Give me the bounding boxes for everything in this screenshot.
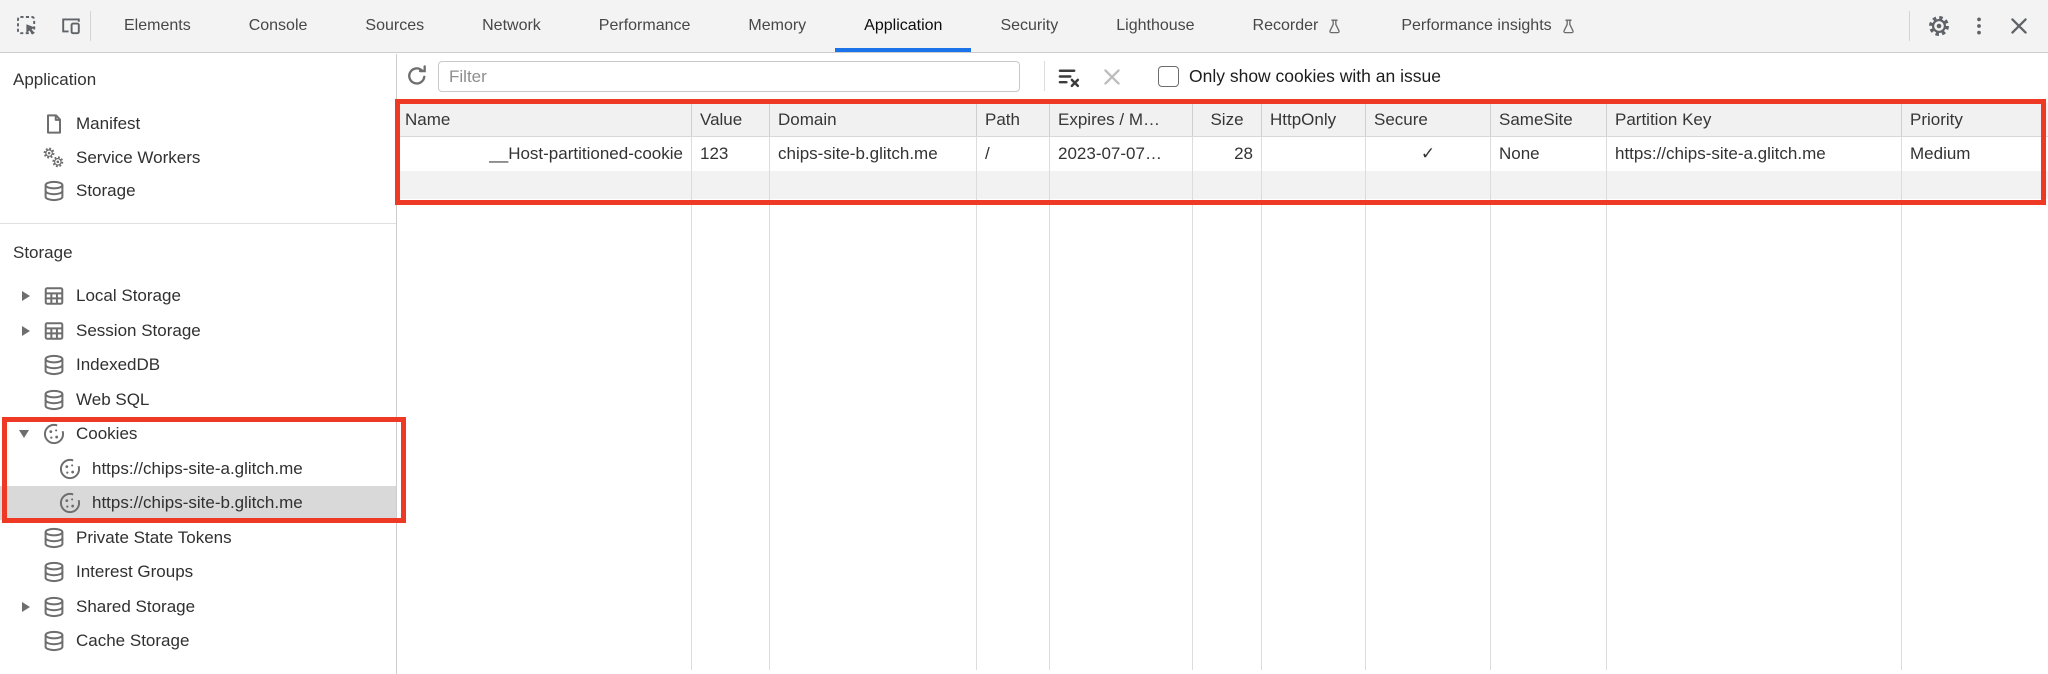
cookies-toolbar: Only show cookies with an issue — [397, 54, 2048, 99]
chevron-right-icon[interactable] — [22, 291, 30, 301]
column-header-samesite[interactable]: SameSite — [1491, 103, 1607, 136]
database-icon — [42, 629, 66, 653]
cookie-icon — [42, 422, 66, 446]
chevron-down-icon[interactable] — [19, 430, 29, 438]
sidebar-item-cache-storage[interactable]: Cache Storage — [0, 624, 396, 658]
cookies-table: Name Value Domain Path Expires / M… Size… — [397, 103, 2048, 670]
cookie-icon — [58, 491, 82, 515]
toolbar-divider — [1044, 61, 1045, 91]
tab-performance[interactable]: Performance — [598, 17, 691, 34]
tab-lighthouse[interactable]: Lighthouse — [1116, 17, 1195, 34]
more-options-kebab-icon[interactable] — [1964, 11, 1994, 41]
column-header-httponly[interactable]: HttpOnly — [1262, 103, 1366, 136]
cell-httponly[interactable] — [1262, 137, 1366, 171]
column-header-partition-key[interactable]: Partition Key — [1607, 103, 1902, 136]
tab-performance-insights[interactable]: Performance insights — [1372, 0, 1605, 52]
column-header-secure[interactable]: Secure — [1366, 103, 1491, 136]
sidebar-item-indexeddb[interactable]: IndexedDB — [0, 348, 396, 382]
tab-sources[interactable]: Sources — [365, 17, 425, 34]
experiment-flask-icon — [1560, 18, 1577, 35]
cookies-table-header: Name Value Domain Path Expires / M… Size… — [397, 103, 2048, 137]
settings-gear-icon[interactable] — [1924, 11, 1954, 41]
column-header-priority[interactable]: Priority — [1910, 109, 1963, 129]
database-icon — [42, 526, 66, 550]
database-icon — [42, 388, 66, 412]
column-header-path[interactable]: Path — [977, 103, 1050, 136]
sidebar-item-service-workers[interactable]: Service Workers — [0, 141, 396, 175]
tab-network[interactable]: Network — [482, 17, 541, 34]
cell-priority[interactable]: Medium — [1910, 144, 1971, 163]
database-icon — [42, 353, 66, 377]
tab-application[interactable]: Application — [835, 0, 971, 52]
sidebar-item-cookies-chips-site-b[interactable]: https://chips-site-b.glitch.me — [0, 486, 396, 520]
gears-icon — [42, 146, 66, 170]
cookie-icon — [58, 457, 82, 481]
refresh-icon[interactable] — [404, 63, 431, 90]
sidebar-section-storage: Storage — [13, 243, 73, 262]
only-show-cookies-with-issue-checkbox[interactable] — [1158, 66, 1179, 87]
column-header-size[interactable]: Size — [1193, 103, 1262, 136]
sidebar-item-manifest[interactable]: Manifest — [0, 107, 396, 141]
cell-value[interactable]: 123 — [692, 137, 770, 171]
inspect-element-icon[interactable] — [12, 11, 42, 41]
only-show-cookies-with-issue-label[interactable]: Only show cookies with an issue — [1189, 66, 1441, 86]
close-devtools-icon[interactable] — [2004, 11, 2034, 41]
sidebar-item-storage[interactable]: Storage — [0, 174, 396, 208]
cell-domain[interactable]: chips-site-b.glitch.me — [770, 137, 977, 171]
cookie-table-row[interactable]: __Host-partitioned-cookie 123 chips-site… — [397, 137, 2048, 171]
cell-partition-key[interactable]: https://chips-site-a.glitch.me — [1607, 137, 1902, 171]
device-toolbar-icon[interactable] — [56, 11, 86, 41]
sidebar-item-web-sql[interactable]: Web SQL — [0, 383, 396, 417]
file-icon — [42, 112, 66, 136]
experiment-flask-icon — [1326, 18, 1343, 35]
toolbar-divider — [1909, 11, 1910, 41]
devtools-tab-bar: Elements Console Sources Network Perform… — [0, 0, 2048, 53]
column-header-name[interactable]: Name — [397, 103, 692, 136]
filter-input[interactable] — [438, 61, 1020, 92]
table-icon — [42, 284, 66, 308]
toolbar-divider — [90, 11, 91, 41]
sidebar-item-interest-groups[interactable]: Interest Groups — [0, 555, 396, 589]
section-divider — [0, 223, 396, 224]
cell-path[interactable]: / — [977, 137, 1050, 171]
chevron-right-icon[interactable] — [22, 602, 30, 612]
cookies-panel: Only show cookies with an issue Name Val… — [397, 54, 2048, 674]
chevron-right-icon[interactable] — [22, 326, 30, 336]
tab-elements[interactable]: Elements — [124, 17, 191, 34]
tab-recorder[interactable]: Recorder — [1224, 0, 1373, 52]
cell-name[interactable]: __Host-partitioned-cookie — [397, 137, 692, 171]
database-icon — [42, 560, 66, 584]
cell-expires[interactable]: 2023-07-07… — [1050, 137, 1193, 171]
tab-console[interactable]: Console — [248, 17, 308, 34]
database-icon — [42, 179, 66, 203]
empty-stripe-row — [397, 171, 2048, 199]
application-panel-sidebar: Application Manifest Service Workers Sto… — [0, 54, 397, 674]
sidebar-item-shared-storage[interactable]: Shared Storage — [0, 590, 396, 624]
tab-memory[interactable]: Memory — [748, 17, 807, 34]
sidebar-item-cookies[interactable]: Cookies — [0, 417, 396, 451]
column-header-value[interactable]: Value — [692, 103, 770, 136]
clear-filter-icon[interactable] — [1056, 64, 1082, 90]
empty-grid-area — [397, 199, 2048, 670]
cell-samesite[interactable]: None — [1491, 137, 1607, 171]
delete-selected-icon[interactable] — [1100, 65, 1124, 89]
sidebar-item-session-storage[interactable]: Session Storage — [0, 314, 396, 348]
sidebar-section-application: Application — [13, 70, 97, 89]
cell-secure-checkmark[interactable]: ✓ — [1366, 137, 1491, 171]
column-header-expires[interactable]: Expires / M… — [1050, 103, 1193, 136]
sidebar-item-cookies-chips-site-a[interactable]: https://chips-site-a.glitch.me — [0, 452, 396, 486]
database-icon — [42, 595, 66, 619]
tab-security[interactable]: Security — [1000, 17, 1059, 34]
cell-size[interactable]: 28 — [1193, 137, 1262, 171]
sidebar-item-private-state-tokens[interactable]: Private State Tokens — [0, 521, 396, 555]
column-header-domain[interactable]: Domain — [770, 103, 977, 136]
table-icon — [42, 319, 66, 343]
sidebar-item-local-storage[interactable]: Local Storage — [0, 279, 396, 313]
